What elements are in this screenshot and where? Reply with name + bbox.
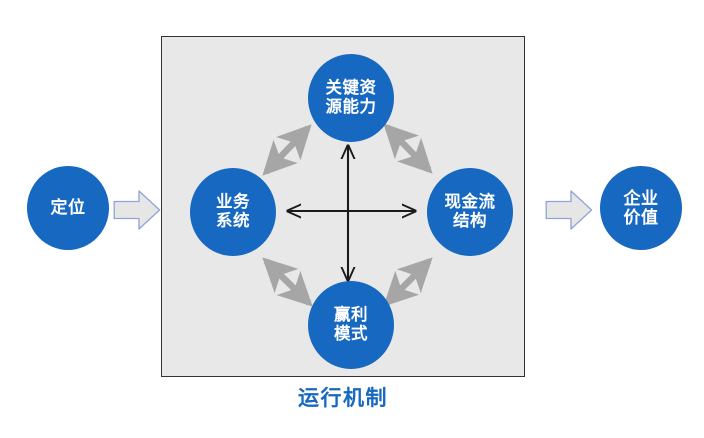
node-key-resource-capability-label: 关键资 源能力 (325, 79, 377, 116)
flow-arrow-right-icon (545, 190, 593, 230)
flow-arrow-left-icon (113, 190, 161, 230)
node-business-system-label: 业务 系统 (216, 193, 250, 230)
node-positioning[interactable]: 定位 (27, 166, 109, 250)
node-enterprise-value[interactable]: 企业 价值 (600, 166, 682, 250)
node-cashflow-structure-label: 现金流 结构 (444, 193, 496, 230)
node-positioning-label: 定位 (50, 198, 86, 218)
node-cashflow-structure[interactable]: 现金流 结构 (427, 168, 513, 256)
node-profit-model-label: 赢利 模式 (334, 306, 368, 343)
node-business-system[interactable]: 业务 系统 (190, 168, 276, 256)
node-key-resource-capability[interactable]: 关键资 源能力 (308, 54, 394, 142)
node-profit-model[interactable]: 赢利 模式 (308, 281, 394, 369)
node-enterprise-value-label: 企业 价值 (623, 188, 659, 227)
mechanism-caption: 运行机制 (298, 387, 388, 410)
